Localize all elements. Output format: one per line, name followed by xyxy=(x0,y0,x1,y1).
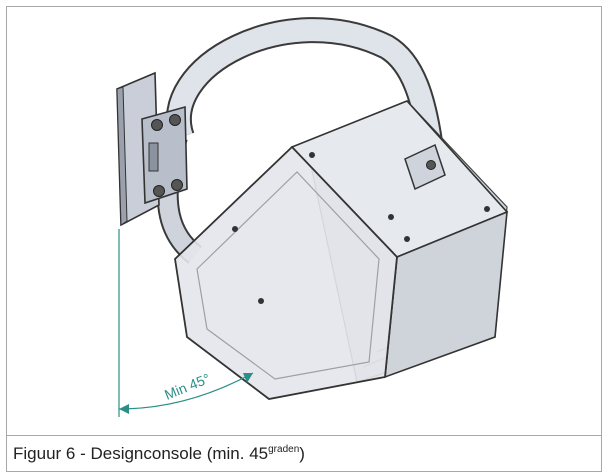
figure-frame: Min 45° Figuur 6 - Designconsole (min. 4… xyxy=(6,6,602,472)
angle-arc xyxy=(118,372,254,410)
angle-arrowhead-right xyxy=(243,373,253,383)
caption-prefix: Figuur 6 - Designconsole (min. 45 xyxy=(13,444,269,463)
arm-clamp xyxy=(404,143,446,191)
figure-illustration-area: Min 45° xyxy=(7,7,601,435)
heater-console-illustration: Min 45° xyxy=(116,17,509,417)
caption-bar: Figuur 6 - Designconsole (min. 45graden) xyxy=(7,435,601,471)
figure-caption: Figuur 6 - Designconsole (min. 45graden) xyxy=(13,444,305,464)
angle-label: Min 45° xyxy=(162,370,212,403)
mount-block xyxy=(141,105,188,205)
angle-arrowhead-left xyxy=(119,404,129,414)
caption-superscript: graden xyxy=(268,444,300,455)
caption-suffix: ) xyxy=(299,444,305,463)
heater-body xyxy=(174,100,509,400)
